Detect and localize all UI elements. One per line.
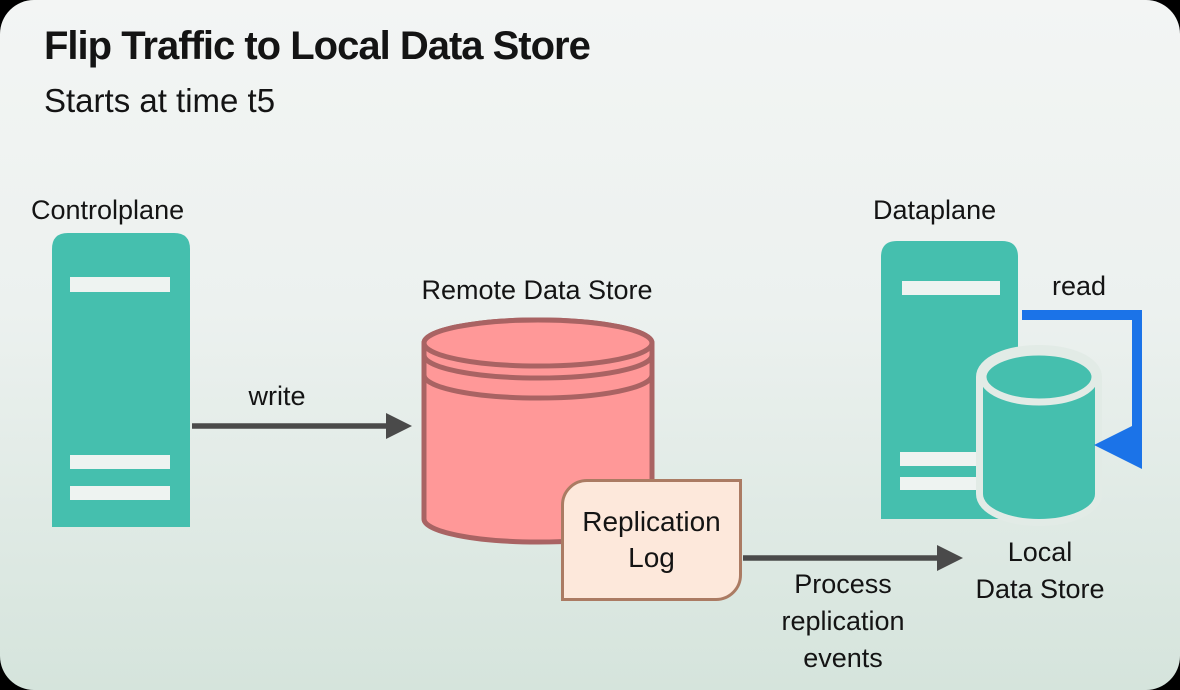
server-vent-slot (70, 486, 170, 500)
replication-log-label: Replication Log (582, 506, 721, 573)
server-vent-slot (70, 455, 170, 469)
cylinder-top (421, 317, 655, 369)
write-edge-label: write (248, 381, 306, 411)
server-vent-slot (900, 477, 1000, 490)
process-replication-arrow (743, 545, 963, 571)
page-title: Flip Traffic to Local Data Store (44, 24, 591, 68)
server-vent-slot (900, 452, 1000, 466)
local-datastore-cylinder-icon (976, 345, 1102, 526)
arrowhead (937, 545, 963, 571)
arrowhead (386, 413, 412, 439)
replication-log-card: Replication Log (561, 479, 742, 601)
read-edge-label: read (1051, 271, 1107, 301)
server-vent-slot (70, 277, 170, 292)
arrowhead (1094, 421, 1142, 469)
read-arrow (1022, 310, 1142, 469)
dataplane-label: Dataplane (873, 195, 997, 225)
cylinder-ring (421, 354, 655, 381)
cylinder-top (979, 348, 1099, 406)
cylinder-ring (421, 374, 655, 401)
process-replication-label: Process replication events (781, 569, 905, 673)
write-arrow (192, 413, 412, 439)
page-subtitle: Starts at time t5 (44, 82, 276, 119)
remote-datastore-label: Remote Data Store (421, 275, 653, 305)
controlplane-server-icon (52, 233, 190, 527)
controlplane-label: Controlplane (31, 195, 185, 225)
local-datastore-label: Local Data Store (975, 537, 1105, 604)
server-vent-slot (902, 281, 1000, 295)
